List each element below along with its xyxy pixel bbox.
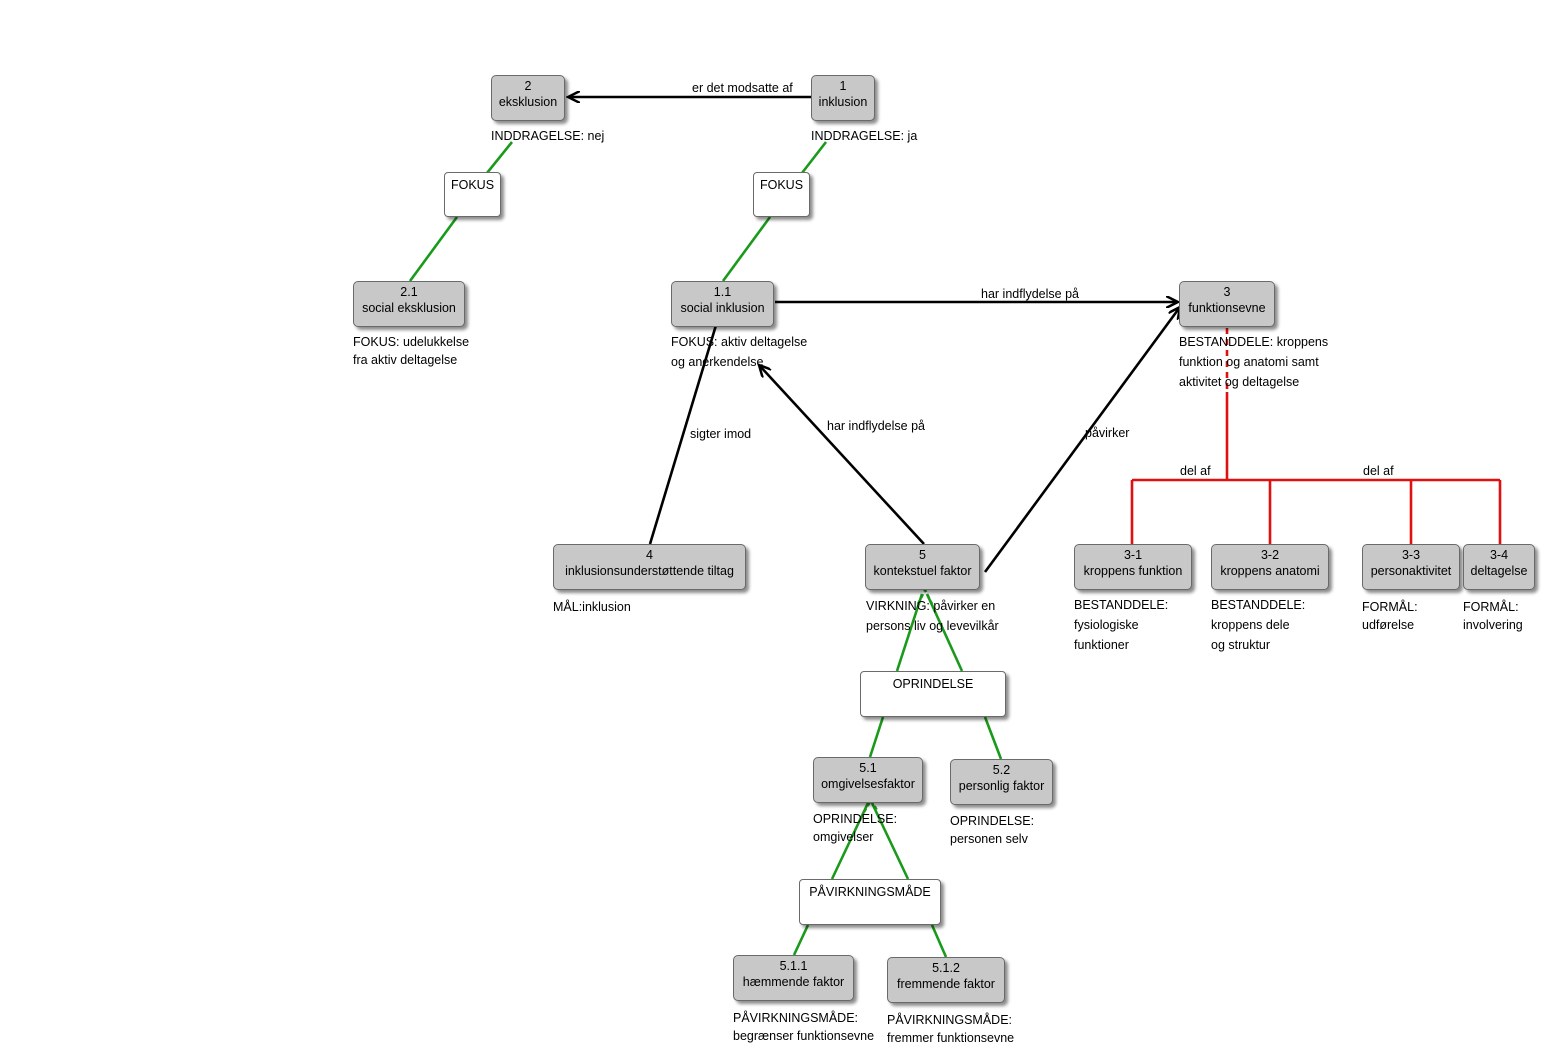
note-5-1: OPRINDELSE:omgivelser (813, 812, 898, 844)
node-label: inklusion (818, 95, 868, 109)
linking-node-fokus-right[interactable]: FOKUS (753, 172, 810, 217)
node-label: social eksklusion (362, 301, 456, 315)
node-id: 5.1.2 (932, 961, 960, 975)
link-line-pavirk-511 (792, 924, 810, 956)
node-label: personlig faktor (958, 779, 1045, 793)
note-3-3: FORMÅL:udførelse (1362, 600, 1418, 632)
link-line-51-pavirk-a (830, 802, 870, 880)
note-3-4: FORMÅL:involvering (1463, 600, 1523, 632)
concept-node-3-1[interactable]: 3-1 kroppens funktion (1074, 544, 1192, 590)
concept-node-5-1-2[interactable]: 5.1.2 fremmende faktor (887, 957, 1005, 1003)
linking-node-pavirkningsmade[interactable]: PÅVIRKNINGSMÅDE (799, 879, 941, 925)
node-id: 5.1 (859, 761, 877, 775)
note-5-2: OPRINDELSE:personen selv (950, 814, 1035, 846)
link-line-fokus-21 (408, 216, 459, 282)
concept-node-5-1-1[interactable]: 5.1.1 hæmmende faktor (733, 955, 854, 1001)
concept-node-3[interactable]: 3 funktionsevne (1179, 281, 1275, 327)
node-label: personaktivitet (1370, 564, 1452, 578)
note-2: INDDRAGELSE: nej (491, 129, 605, 143)
link-line-fokus-11 (721, 216, 772, 282)
node-id: 5.2 (992, 763, 1011, 777)
concept-node-5-2[interactable]: 5.2 personlig faktor (950, 759, 1053, 805)
arrow-5-to-11 (759, 365, 925, 545)
concept-node-1[interactable]: 1 inklusion (811, 75, 875, 121)
link-line-1-fokus (800, 141, 828, 174)
link-arrowhead-51 (862, 797, 880, 813)
edge-label-opposite: er det modsatte af (692, 81, 793, 95)
node-label: omgivelsesfaktor (821, 777, 915, 791)
note-5-1-2: PÅVIRKNINGSMÅDE:fremmer funktionsevne (887, 1013, 1015, 1045)
note-5-1-1: PÅVIRKNINGSMÅDE:begrænser funktionsevne (733, 1011, 875, 1043)
linking-node-fokus-left[interactable]: FOKUS (444, 172, 501, 217)
concept-node-5[interactable]: 5 kontekstuel faktor (865, 544, 980, 590)
node-id: 4 (646, 548, 653, 562)
node-id: 1.1 (713, 285, 732, 299)
edge-label-part-of-left: del af (1180, 464, 1211, 478)
node-label: deltagelse (1470, 564, 1528, 578)
concept-node-2[interactable]: 2 eksklusion (491, 75, 565, 121)
node-label: eksklusion (498, 95, 558, 109)
node-id: 2 (524, 79, 532, 93)
node-label: fremmende faktor (897, 977, 995, 991)
node-id: 3-2 (1260, 548, 1280, 562)
concept-node-3-3[interactable]: 3-3 personaktivitet (1362, 544, 1460, 590)
concept-node-4[interactable]: 4 inklusionsunderstøttende tiltag (553, 544, 746, 590)
note-4: MÅL:inklusion (553, 600, 631, 614)
concept-node-3-2[interactable]: 3-2 kroppens anatomi (1211, 544, 1329, 590)
node-label: social inklusion (680, 301, 765, 315)
link-line-pavirk-512 (930, 924, 948, 958)
link-line-oprindelse-52 (983, 716, 1003, 760)
edge-label-influence-mid: har indflydelse på (827, 419, 925, 433)
node-id: 2.1 (400, 285, 418, 299)
link-line-oprindelse-51 (868, 716, 885, 758)
node-id: 3-3 (1401, 548, 1421, 562)
node-id: 3 (1223, 285, 1231, 299)
node-id: 3-1 (1123, 548, 1143, 562)
node-label: funktionsevne (1188, 301, 1266, 315)
link-line-5-oprindelse-a (895, 593, 924, 672)
edge-label-aims: sigter imod (690, 427, 752, 441)
node-id: 5 (919, 548, 926, 562)
node-label: inklusionsunderstøttende tiltag (565, 564, 734, 578)
node-id: 1 (839, 79, 847, 93)
arrow-4-to-11 (648, 302, 723, 545)
link-line-5-oprindelse-b (925, 593, 964, 672)
concept-node-1-1[interactable]: 1.1 social inklusion (671, 281, 774, 327)
link-arrowhead-5 (916, 587, 934, 605)
linking-node-oprindelse[interactable]: OPRINDELSE (860, 671, 1006, 717)
concept-node-2-1[interactable]: 2.1 social eksklusion (353, 281, 465, 327)
edge-label-part-of-right: del af (1363, 464, 1394, 478)
edge-label-influence-top: har indflydelse på (981, 287, 1079, 301)
arrow-5-to-3 (983, 307, 1180, 573)
node-label: kroppens anatomi (1220, 564, 1320, 578)
node-label: kroppens funktion (1083, 564, 1183, 578)
note-1: INDDRAGELSE: ja (811, 129, 918, 143)
link-line-51-pavirk-b (870, 802, 910, 880)
edge-label-affects: påvirker (1085, 426, 1130, 440)
node-label: kontekstuel faktor (873, 564, 972, 578)
node-id: 5.1.1 (779, 959, 808, 973)
node-label: hæmmende faktor (742, 975, 845, 989)
link-line-2-fokus (485, 141, 514, 174)
concept-node-5-1[interactable]: 5.1 omgivelsesfaktor (813, 757, 923, 803)
node-id: 3-4 (1489, 548, 1509, 562)
concept-node-3-4[interactable]: 3-4 deltagelse (1463, 544, 1535, 590)
